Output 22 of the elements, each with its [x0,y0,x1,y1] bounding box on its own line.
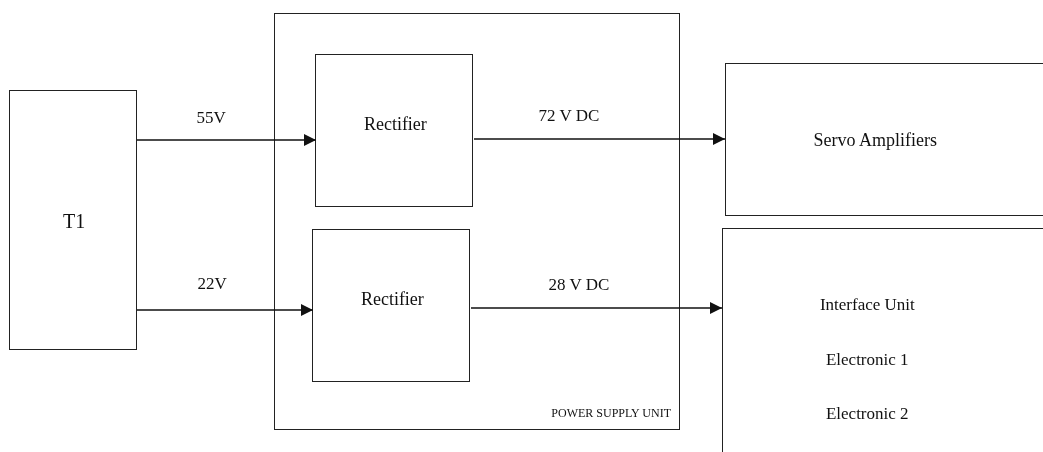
node-label: Rectifier [363,113,427,135]
node-label: Servo Amplifiers [813,130,937,151]
arrow [473,133,726,145]
servo-amplifiers-box [725,63,1043,216]
node-label: T1 [63,209,86,233]
power-supply-unit-box [274,13,680,430]
node-label: Rectifier [360,288,424,310]
arrow [470,302,723,314]
edge-label: 22V [197,274,227,294]
arrow [136,134,317,146]
edge-label: 55V [196,108,226,128]
node-label: Electronic 1 [825,350,909,370]
arrow [136,304,314,316]
interface-unit-box [722,228,1043,452]
transformer-box [9,90,137,350]
node-label: Electronic 2 [825,404,909,424]
edge-label: 28 V DC [548,275,610,295]
rectifier-box [315,54,474,208]
node-label: Interface Unit [819,295,915,315]
node-label: POWER SUPPLY UNIT [551,407,671,421]
rectifier-box [312,229,471,383]
edge-label: 72 V DC [538,106,600,126]
